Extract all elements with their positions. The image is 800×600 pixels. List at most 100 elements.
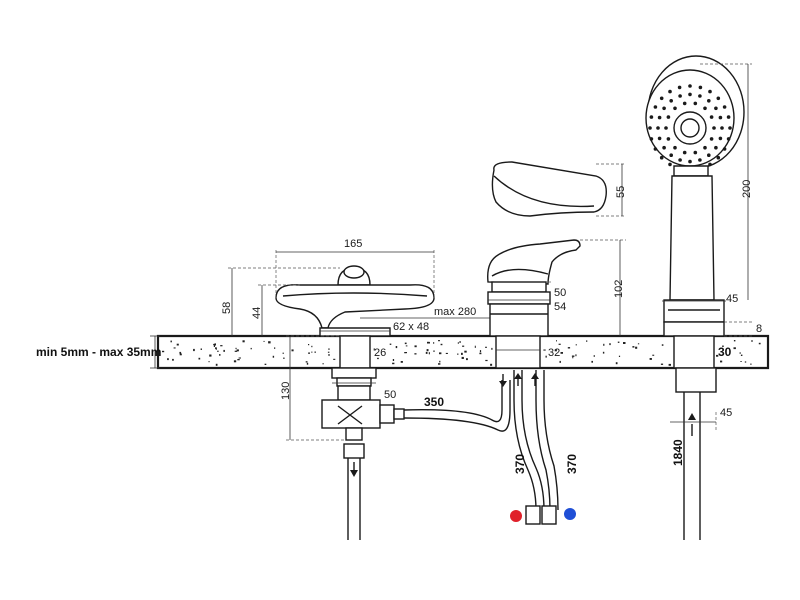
speckle: [213, 345, 215, 347]
speckle: [428, 352, 430, 355]
speckle: [400, 361, 403, 363]
speckle: [208, 361, 210, 363]
nozzle: [659, 155, 664, 160]
nozzle: [707, 153, 711, 157]
nozzle: [662, 145, 666, 150]
speckle: [328, 354, 330, 356]
speckle: [571, 355, 575, 357]
nozzle: [716, 155, 721, 160]
speckle: [632, 346, 635, 348]
nozzle: [720, 126, 724, 130]
arrow-up-icon: [531, 373, 539, 379]
dim-8: 8: [756, 323, 762, 335]
dim-max-280: max 280: [434, 306, 476, 318]
speckle: [438, 340, 440, 342]
nozzle: [668, 162, 672, 167]
speckle: [485, 359, 488, 362]
blue-dot-icon: [564, 508, 576, 520]
nozzle: [726, 137, 731, 141]
dim-370-right: 370: [565, 454, 579, 474]
speckle: [720, 360, 723, 363]
nozzle: [714, 145, 718, 150]
speckle: [623, 342, 626, 344]
speckle: [485, 346, 487, 348]
speckle: [162, 350, 165, 353]
speckle: [558, 343, 561, 345]
nozzle: [693, 101, 698, 106]
speckle: [172, 358, 174, 361]
speckle: [593, 355, 595, 357]
dim-62x48: 62 x 48: [393, 321, 429, 333]
speckle: [414, 353, 417, 355]
nozzle: [678, 94, 682, 98]
nozzle: [703, 145, 707, 150]
speckle: [457, 342, 459, 344]
speckle: [716, 354, 719, 357]
speckle: [739, 352, 741, 354]
nozzle: [698, 158, 702, 162]
nozzle: [703, 106, 707, 111]
speckle: [466, 358, 468, 361]
speckle: [291, 349, 294, 352]
speckle: [234, 350, 238, 352]
nozzle: [659, 96, 664, 101]
dim-58: 58: [221, 302, 233, 314]
speckle: [462, 345, 465, 347]
speckle: [572, 357, 574, 359]
dim-26: 26: [374, 347, 386, 359]
dim-32: 32: [548, 347, 560, 359]
dim-1840: 1840: [671, 439, 685, 466]
supply-connectors: [510, 508, 576, 522]
speckle: [179, 353, 182, 356]
speckle: [233, 360, 237, 363]
hose-350: 350: [403, 380, 511, 432]
nozzle: [722, 105, 727, 109]
red-dot-icon: [510, 510, 522, 522]
dim-370-left: 370: [513, 454, 527, 474]
speckle: [556, 340, 557, 342]
dim-50-mixer: 50: [554, 287, 566, 299]
speckle: [439, 352, 442, 355]
speckle: [479, 350, 482, 353]
speckle: [461, 352, 463, 355]
speckle: [474, 345, 476, 348]
speckle: [414, 345, 417, 348]
speckle: [333, 358, 336, 360]
speckle: [545, 355, 547, 358]
shower-nozzles: [648, 84, 732, 172]
nozzle: [664, 126, 668, 130]
speckle: [440, 343, 443, 346]
speckle: [217, 350, 219, 352]
speckle: [263, 340, 265, 342]
nozzle: [678, 158, 682, 162]
speckle: [274, 347, 276, 349]
speckle: [464, 350, 467, 353]
speckle: [615, 362, 618, 365]
speckle: [661, 344, 664, 346]
speckle: [744, 361, 747, 363]
counter-thickness-dimension: min 5mm - max 35mm: [36, 335, 161, 369]
nozzle: [682, 150, 687, 155]
speckle: [426, 349, 429, 352]
speckle: [282, 352, 284, 354]
nozzle: [709, 115, 714, 119]
speckle: [200, 348, 202, 350]
speckle: [238, 357, 241, 359]
speckle: [242, 340, 245, 343]
nozzle: [726, 115, 731, 119]
speckle: [635, 346, 638, 349]
countertop-speckles: [162, 340, 761, 366]
speckle: [567, 347, 571, 349]
speckle: [322, 363, 324, 365]
nozzle: [666, 115, 671, 119]
nozzle: [662, 106, 666, 111]
mixer-flow-arrows: [499, 373, 539, 387]
speckle: [617, 341, 620, 343]
arrow-up-icon: [688, 413, 696, 420]
nozzle: [677, 85, 682, 90]
nozzle: [698, 94, 702, 98]
speckle: [306, 362, 309, 365]
speckle: [392, 362, 395, 365]
nozzle: [656, 126, 660, 130]
nozzle: [682, 101, 687, 106]
